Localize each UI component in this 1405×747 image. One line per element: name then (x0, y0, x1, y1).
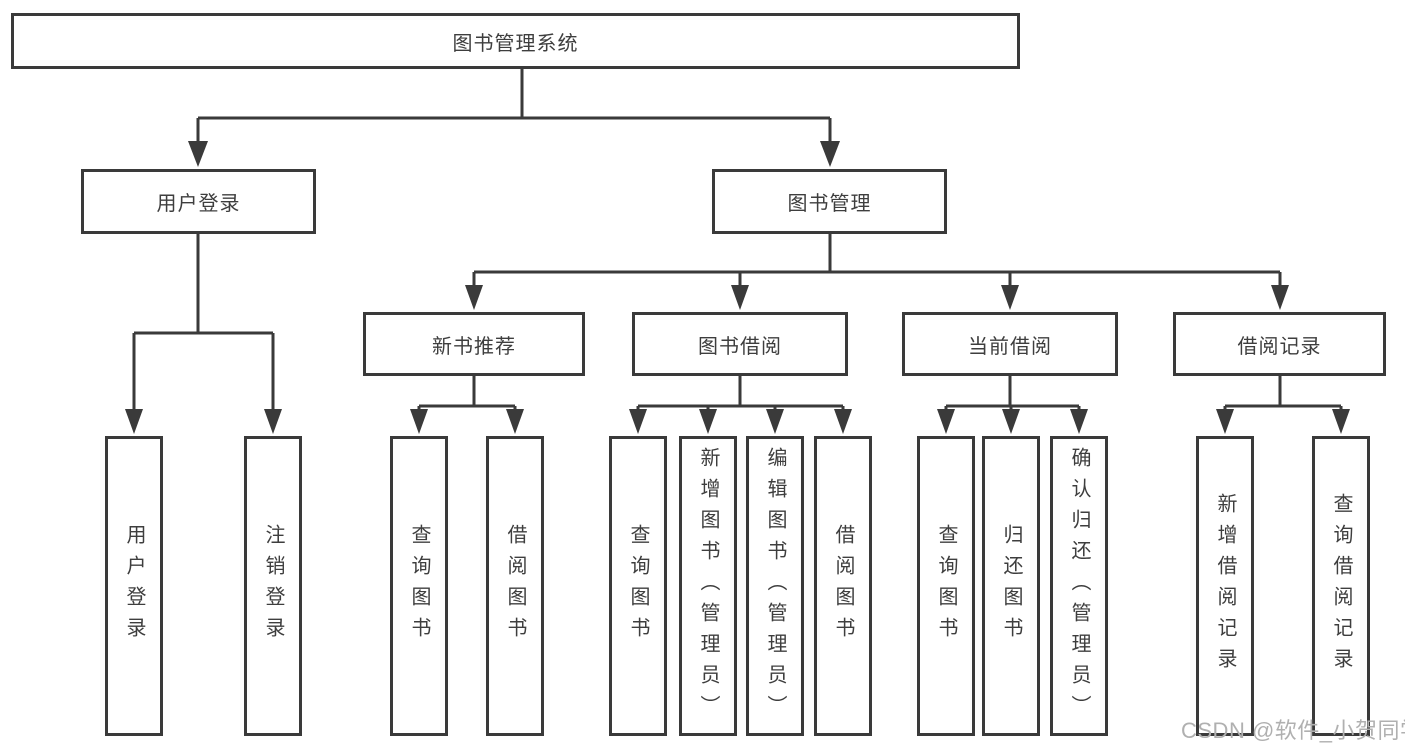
leaf-return-books: 归还图书 (982, 436, 1040, 736)
arrowheads (125, 141, 1350, 434)
leaf-query-books-borrow: 查询图书 (609, 436, 667, 736)
leaf-add-books-admin: 新增图书（管理员） (679, 436, 737, 736)
leaf-query-books-current: 查询图书 (917, 436, 975, 736)
leaf-user-login-label: 用户登录 (123, 524, 145, 648)
node-book-borrow: 图书借阅 (632, 312, 848, 376)
leaf-query-books-recommend: 查询图书 (390, 436, 448, 736)
node-book-borrow-label: 图书借阅 (698, 335, 782, 358)
leaf-add-borrow-record: 新增借阅记录 (1196, 436, 1254, 736)
leaf-query-books-current-label: 查询图书 (935, 524, 957, 648)
node-root-label: 图书管理系统 (452, 32, 579, 55)
leaf-logout-label: 注销登录 (262, 524, 284, 648)
node-current-borrow-label: 当前借阅 (968, 335, 1052, 358)
leaf-borrow-books: 借阅图书 (814, 436, 872, 736)
leaf-logout: 注销登录 (244, 436, 302, 736)
node-current-borrow: 当前借阅 (902, 312, 1118, 376)
leaf-add-books-admin-label: 新增图书（管理员） (697, 446, 719, 726)
leaf-confirm-return-admin-label: 确认归还（管理员） (1068, 446, 1090, 726)
node-book-management: 图书管理 (712, 169, 947, 234)
leaf-borrow-books-label: 借阅图书 (832, 524, 854, 648)
leaf-edit-books-admin-label: 编辑图书（管理员） (764, 446, 786, 726)
node-root-library-system: 图书管理系统 (11, 13, 1020, 69)
node-user-login: 用户登录 (81, 169, 316, 234)
leaf-confirm-return-admin: 确认归还（管理员） (1050, 436, 1108, 736)
leaf-add-borrow-record-label: 新增借阅记录 (1214, 493, 1236, 679)
node-borrow-records-label: 借阅记录 (1237, 335, 1322, 358)
leaf-query-books-recommend-label: 查询图书 (408, 524, 430, 648)
leaf-query-borrow-record: 查询借阅记录 (1312, 436, 1370, 736)
leaf-return-books-label: 归还图书 (1000, 524, 1022, 648)
leaf-query-books-borrow-label: 查询图书 (627, 524, 649, 648)
node-book-management-label: 图书管理 (787, 193, 872, 215)
leaf-query-borrow-record-label: 查询借阅记录 (1330, 493, 1352, 679)
leaf-user-login: 用户登录 (105, 436, 163, 736)
node-new-book-recommend-label: 新书推荐 (432, 335, 516, 358)
leaf-borrow-books-recommend-label: 借阅图书 (504, 524, 526, 648)
node-user-login-label: 用户登录 (156, 193, 241, 215)
leaf-edit-books-admin: 编辑图书（管理员） (746, 436, 804, 736)
csdn-watermark: CSDN @软件_小贺同学 (1181, 718, 1405, 743)
node-new-book-recommend: 新书推荐 (363, 312, 585, 376)
node-borrow-records: 借阅记录 (1173, 312, 1386, 376)
leaf-borrow-books-recommend: 借阅图书 (486, 436, 544, 736)
